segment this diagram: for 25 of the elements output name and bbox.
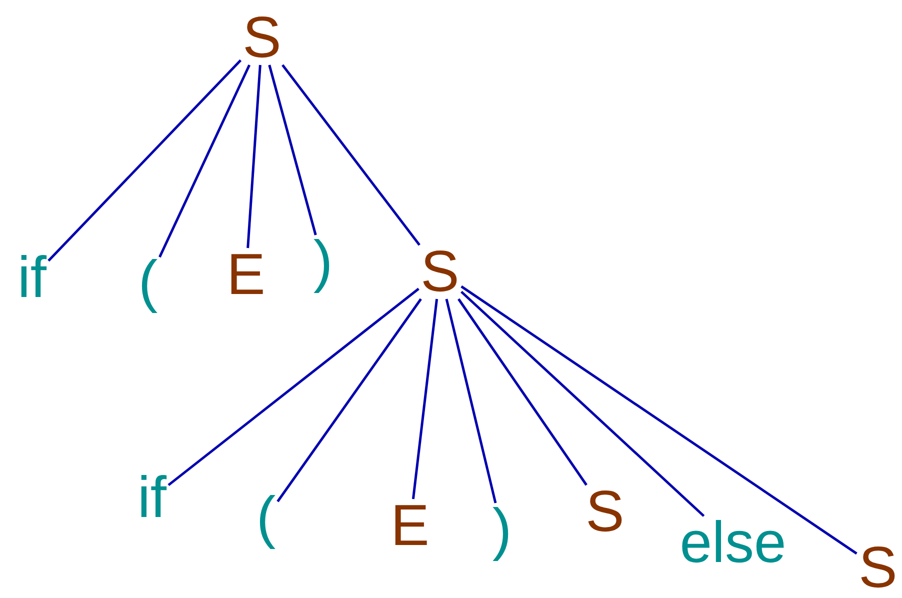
terminal-symbol: ): [492, 501, 512, 559]
nonterminal-symbol: E: [226, 246, 266, 304]
nonterminal-symbol: S: [858, 539, 898, 597]
nonterminal-symbol: S: [242, 9, 282, 67]
tree-edge: [460, 285, 858, 555]
terminal-symbol: (: [138, 253, 158, 311]
tree-edge: [158, 64, 251, 258]
tree-edge: [276, 298, 422, 502]
tree-edge: [268, 64, 317, 236]
tree-edge: [168, 288, 420, 486]
terminal-symbol: if: [18, 249, 46, 307]
tree-edge: [460, 290, 705, 517]
tree-edge: [48, 59, 242, 262]
tree-edge: [458, 298, 588, 486]
nonterminal-symbol: E: [390, 497, 430, 555]
terminal-symbol: else: [680, 514, 786, 572]
nonterminal-symbol: S: [420, 243, 460, 301]
tree-edge: [282, 64, 420, 246]
tree-edge: [246, 64, 262, 248]
tree-edge: [412, 298, 438, 500]
terminal-symbol: if: [138, 469, 166, 527]
terminal-symbol: (: [256, 489, 276, 547]
nonterminal-symbol: S: [586, 483, 624, 541]
terminal-symbol: ): [313, 233, 333, 291]
tree-edge: [445, 298, 497, 504]
